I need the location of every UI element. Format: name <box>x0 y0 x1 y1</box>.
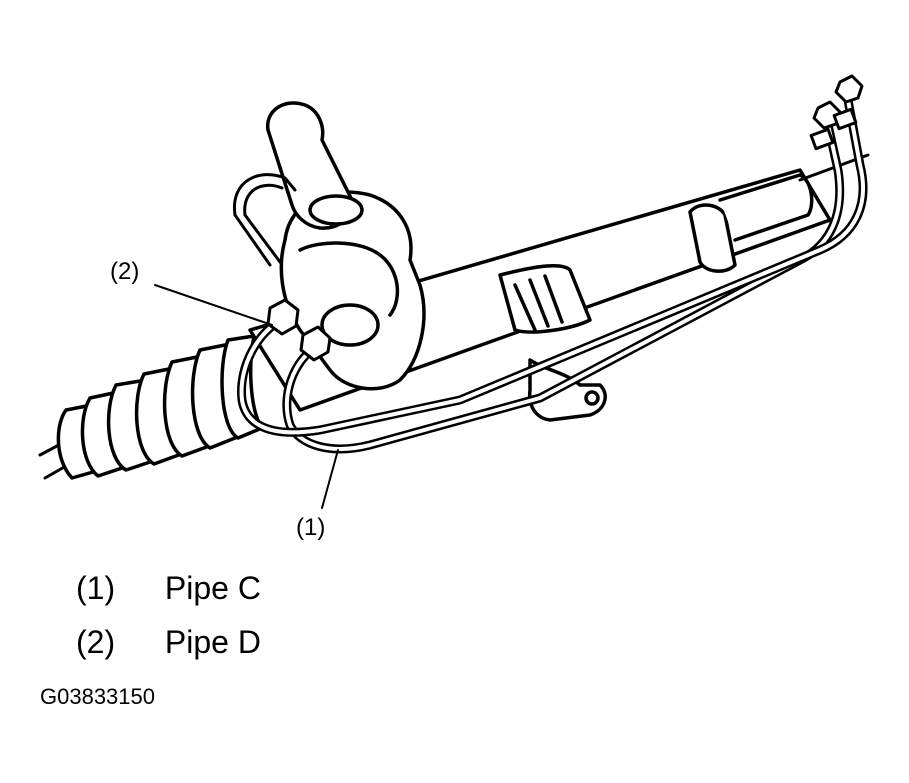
mounting-bracket <box>527 358 607 422</box>
callout-1: (1) <box>296 514 326 541</box>
dust-boot <box>56 334 264 480</box>
flare-nut <box>266 298 332 362</box>
pipe-c <box>282 120 845 454</box>
leader-line-2 <box>154 284 273 326</box>
legend-number: (1) <box>76 570 116 606</box>
callout-2: (2) <box>110 258 140 285</box>
legend-number: (2) <box>76 624 116 660</box>
flare-nut <box>809 74 864 151</box>
figure-id: G03833150 <box>40 684 155 709</box>
legend-text: Pipe D <box>164 624 261 660</box>
rack-housing <box>248 168 832 412</box>
leader-line-1 <box>321 449 339 509</box>
legend-item-pipe-d: (2) Pipe D <box>76 624 261 661</box>
legend-text: Pipe C <box>164 570 261 606</box>
legend-item-pipe-c: (1) Pipe C <box>76 570 261 607</box>
input-shaft <box>266 101 364 230</box>
pipe-d <box>237 95 868 437</box>
return-line-loop <box>233 173 297 267</box>
